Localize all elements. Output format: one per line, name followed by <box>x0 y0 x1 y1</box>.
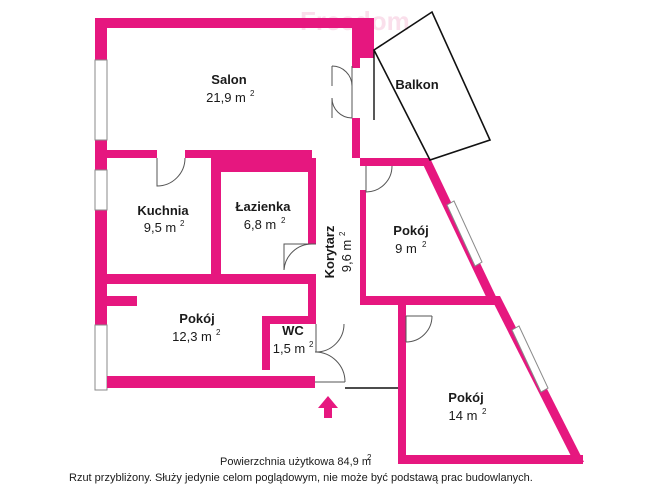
room-pokoj-right-name: Pokój <box>393 223 428 238</box>
wall-bath-top <box>221 158 312 172</box>
kitchen-door-swing <box>156 157 186 187</box>
footer-note: Rzut przybliżony. Służy jedynie celom po… <box>69 472 533 484</box>
wall-pokoj-bottom-floor <box>398 455 583 464</box>
room-kuchnia-area: 9,5 m <box>144 220 177 235</box>
room-wc-name: WC <box>282 323 304 338</box>
footer-total-area-sup: 2 <box>367 453 372 462</box>
room-salon-area: 21,9 m <box>206 90 246 105</box>
wall-salon-kitchen-b <box>185 150 312 158</box>
wall-bottom-left <box>137 376 315 388</box>
room-pokoj-left-area: 12,3 m <box>172 329 212 344</box>
room-pokoj-left-name: Pokój <box>179 311 214 326</box>
pokoj-bottom-door-swing <box>405 315 433 343</box>
room-pokoj-bottom-area: 14 m <box>449 408 478 423</box>
room-pokoj-bottom-area-sup: 2 <box>482 407 487 416</box>
wall-pokoj-right-bottom <box>360 296 490 305</box>
room-kuchnia-area-sup: 2 <box>180 219 185 228</box>
pokoj-right-door-swing <box>365 165 393 193</box>
window-pokoj-left <box>94 324 108 391</box>
wall-pokoj-bottom-left <box>398 305 406 461</box>
room-salon-area-sup: 2 <box>250 89 255 98</box>
room-kuchnia-name: Kuchnia <box>137 203 189 218</box>
wall-kitchen-pokoj <box>107 274 316 284</box>
wall-salon-right-a <box>352 58 360 68</box>
entrance-arrow-icon <box>318 396 338 418</box>
room-pokoj-right-area: 9 m <box>395 241 417 256</box>
room-korytarz-label: Korytarz 9,6 m 2 <box>322 225 354 278</box>
wall-wc-left <box>262 316 270 370</box>
room-lazienka-name: Łazienka <box>236 199 292 214</box>
room-balkon-name: Balkon <box>395 77 438 92</box>
room-korytarz-name: Korytarz <box>322 225 337 278</box>
wall-wc-right-a <box>308 284 316 324</box>
room-korytarz-area: 9,6 m <box>339 240 354 273</box>
bathroom-door-swing <box>283 243 316 271</box>
wall-corner-top-right <box>352 18 374 58</box>
room-wc-area-sup: 2 <box>309 340 314 349</box>
room-pokoj-bottom-name: Pokój <box>448 390 483 405</box>
room-korytarz-area-sup: 2 <box>338 231 347 236</box>
wall-salon-kitchen-a <box>95 150 157 158</box>
room-lazienka-area: 6,8 m <box>244 217 277 232</box>
wall-left-3 <box>95 210 107 325</box>
room-lazienka-area-sup: 2 <box>281 216 286 225</box>
window-kuchnia <box>94 169 108 211</box>
wall-kitchen-bath <box>211 158 221 276</box>
wall-pokoj-right-left <box>360 190 366 300</box>
balcony-outline <box>372 10 492 161</box>
room-pokoj-left-area-sup: 2 <box>216 328 221 337</box>
window-pokoj-right <box>446 200 483 267</box>
window-salon <box>94 59 108 141</box>
wall-left-1 <box>95 18 107 60</box>
wc-door-swing <box>315 323 345 353</box>
wall-pokoj-left-notch <box>107 296 137 306</box>
wall-pokoj-right-top <box>360 158 430 166</box>
room-wc-area: 1,5 m <box>273 341 306 356</box>
wall-top <box>95 18 363 28</box>
wall-bath-right <box>308 158 316 244</box>
wall-salon-right-b <box>352 118 360 158</box>
window-pokoj-bottom <box>511 325 549 393</box>
room-salon-name: Salon <box>211 72 246 87</box>
wall-bottom-left-corner <box>107 376 137 388</box>
balcony-door-swing <box>331 65 353 119</box>
entrance-door-swing <box>314 351 346 383</box>
footer-total-area: Powierzchnia użytkowa 84,9 m <box>220 456 371 468</box>
wall-wc-top <box>262 316 316 324</box>
room-pokoj-right-area-sup: 2 <box>422 240 427 249</box>
